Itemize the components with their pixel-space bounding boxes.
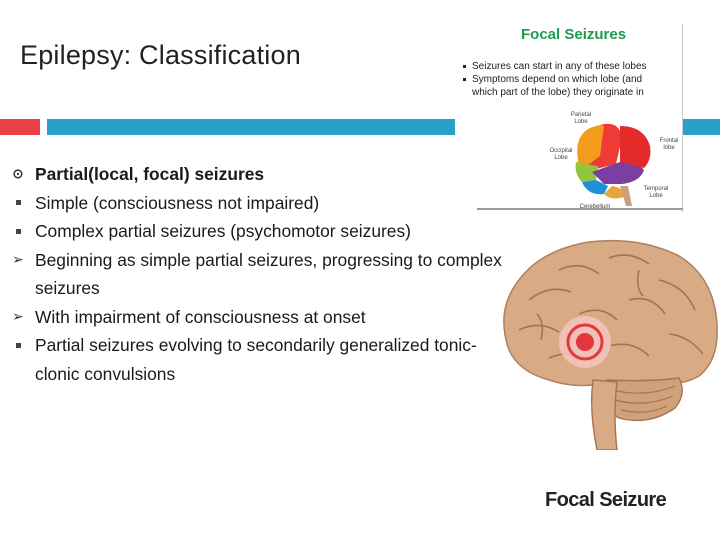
inset-baseline xyxy=(477,208,683,210)
arrow-bullet-icon: ➢ xyxy=(12,308,24,325)
bullet-text: Complex partial seizures (psychomotor se… xyxy=(35,221,411,241)
bullet-item: Partial seizures evolving to secondarily… xyxy=(8,331,508,388)
brain-cortex xyxy=(503,239,718,387)
square-bullet-icon xyxy=(8,217,28,245)
brain-illustration xyxy=(503,239,718,450)
temporal-lobe xyxy=(592,161,644,184)
slide-title: Epilepsy: Classification xyxy=(20,40,301,70)
bullet-text: Partial seizures evolving to secondarily… xyxy=(35,335,477,384)
bullet-item: ➢ With impairment of consciousness at on… xyxy=(8,303,508,332)
cerebellum xyxy=(604,186,626,199)
inset-list-item: Symptoms depend on which lobe (and which… xyxy=(462,73,662,99)
brainstem xyxy=(620,186,632,206)
bullet-item: ➢ Beginning as simple partial seizures, … xyxy=(8,246,508,303)
inset-list-item: Seizures can start in any of these lobes xyxy=(462,60,662,73)
seizure-focus-middle-ring xyxy=(566,323,604,361)
bullet-item: ⊙ Partial(local, focal) seizures xyxy=(8,160,508,189)
bullet-text: Simple (consciousness not impaired) xyxy=(35,192,320,213)
bullet-item: Complex partial seizures (psychomotor se… xyxy=(8,217,508,246)
temporal-label: Temporal Lobe xyxy=(643,186,669,199)
bullet-text: Partial(local, focal) seizures xyxy=(35,164,265,184)
frontal-lobe-front xyxy=(620,126,651,168)
bullet-text: Beginning as simple partial seizures, pr… xyxy=(35,249,502,299)
bullet-list: ⊙ Partial(local, focal) seizures Simple … xyxy=(8,160,508,388)
square-bullet-icon xyxy=(8,331,28,359)
bullet-text: With impairment of consciousness at onse… xyxy=(35,306,366,327)
figure-caption: Focal Seizure xyxy=(545,489,667,511)
brain-folds xyxy=(518,254,704,363)
occipital-label: Occipital Lobe xyxy=(549,148,573,161)
square-bullet-icon xyxy=(8,189,28,217)
arrow-bullet-icon: ➢ xyxy=(12,251,24,268)
brainstem-shape xyxy=(590,379,618,450)
inset-title: Focal Seizures xyxy=(521,26,627,43)
parietal-lobe xyxy=(577,125,604,168)
inset-border xyxy=(682,24,683,212)
inset-list: Seizures can start in any of these lobes… xyxy=(462,60,662,99)
cerebellum-lines xyxy=(612,385,676,413)
cerebellum-label: Cerebellum xyxy=(579,204,611,210)
circled-bullet-icon: ⊙ xyxy=(12,165,24,181)
seizure-focus-center xyxy=(576,333,594,351)
occipital-lower xyxy=(582,180,608,195)
accent-bar-red xyxy=(0,119,40,135)
occipital-lobe xyxy=(575,162,598,182)
frontal-label: Frontal lobe xyxy=(659,138,679,151)
parietal-label: Parietal Lobe xyxy=(570,112,592,125)
focal-seizures-inset: Focal Seizures Seizures can start in any… xyxy=(455,20,683,214)
brain-lobes-diagram xyxy=(575,123,651,206)
bullet-item: Simple (consciousness not impaired) xyxy=(8,189,508,218)
